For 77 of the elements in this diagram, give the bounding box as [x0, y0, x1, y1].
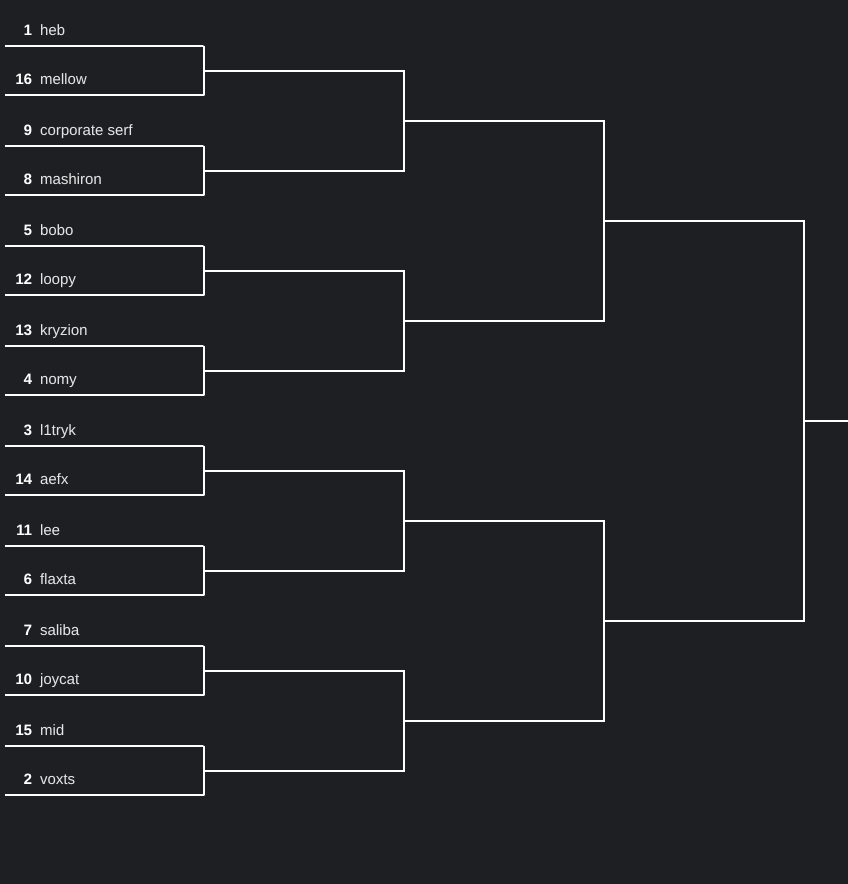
seed-number: 16	[14, 71, 32, 88]
bracket-connector	[803, 421, 805, 621]
seed-number: 9	[22, 122, 32, 139]
bracket-slot-line	[204, 770, 405, 772]
bracket-connector	[203, 571, 205, 595]
bracket-slot-line	[204, 70, 405, 72]
player-name: flaxta	[40, 571, 76, 588]
bracket-connector	[203, 371, 205, 395]
player-name: loopy	[40, 271, 76, 288]
bracket-connector	[203, 171, 205, 195]
seed-number: 4	[22, 371, 32, 388]
seed-number: 14	[14, 471, 32, 488]
bracket-connector	[403, 671, 405, 721]
bracket-connector	[803, 221, 805, 421]
player-name: bobo	[40, 222, 74, 239]
bracket-slot-line	[204, 670, 405, 672]
bracket-connector	[403, 71, 405, 121]
bracket-connector	[403, 521, 405, 571]
bracket-connector	[203, 671, 205, 695]
bracket-connector	[203, 746, 205, 771]
seed-number: 7	[22, 622, 32, 639]
bracket-connector	[203, 146, 205, 171]
bracket-connector	[203, 246, 205, 271]
player-name: mashiron	[40, 171, 102, 188]
bracket-slot-line	[404, 320, 605, 322]
bracket-slot-line	[204, 470, 405, 472]
bracket-slot-line	[404, 120, 605, 122]
player-name: heb	[40, 22, 66, 39]
bracket-connector	[203, 271, 205, 295]
player-name: l1tryk	[40, 422, 76, 439]
seed-number: 2	[22, 771, 32, 788]
bracket-connector	[203, 46, 205, 71]
bracket-connector	[603, 621, 605, 721]
bracket-connector	[403, 121, 405, 171]
bracket-connector	[403, 321, 405, 371]
player-name: corporate serf	[40, 122, 133, 139]
bracket-connector	[403, 271, 405, 321]
bracket-slot-line	[404, 520, 605, 522]
bracket-connector	[203, 646, 205, 671]
seed-number: 3	[22, 422, 32, 439]
player-name: lee	[40, 522, 60, 539]
bracket-slot-line	[204, 370, 405, 372]
bracket-connector	[603, 521, 605, 621]
bracket-slot-line	[804, 420, 848, 422]
bracket-connector	[203, 546, 205, 571]
player-name: saliba	[40, 622, 80, 639]
bracket-slot-line	[604, 220, 805, 222]
seed-number: 13	[14, 322, 32, 339]
bracket-connector	[603, 121, 605, 221]
seed-number: 5	[22, 222, 32, 239]
seed-number: 15	[14, 722, 32, 739]
bracket-connector	[203, 346, 205, 371]
bracket-slot-line	[204, 270, 405, 272]
seed-number: 11	[15, 522, 32, 539]
bracket-slot-line	[204, 570, 405, 572]
bracket-connector	[203, 71, 205, 95]
player-name: voxts	[40, 771, 76, 788]
player-name: aefx	[40, 471, 68, 488]
bracket-connector	[203, 771, 205, 795]
player-name: nomy	[40, 371, 77, 388]
player-name: kryzion	[40, 322, 88, 339]
bracket-connector	[203, 471, 205, 495]
player-name: mellow	[40, 71, 87, 88]
bracket-slot-line	[204, 170, 405, 172]
bracket-connector	[203, 446, 205, 471]
seed-number: 8	[22, 171, 32, 188]
seed-number: 12	[14, 271, 32, 288]
seed-number: 6	[22, 571, 32, 588]
bracket-slot-line	[404, 720, 605, 722]
bracket-connector	[603, 221, 605, 321]
player-name: mid	[40, 722, 64, 739]
seed-number: 10	[14, 671, 32, 688]
seed-number: 1	[22, 22, 32, 39]
bracket-connector	[403, 721, 405, 771]
bracket-connector	[403, 471, 405, 521]
bracket-slot-line	[604, 620, 805, 622]
player-name: joycat	[40, 671, 80, 688]
